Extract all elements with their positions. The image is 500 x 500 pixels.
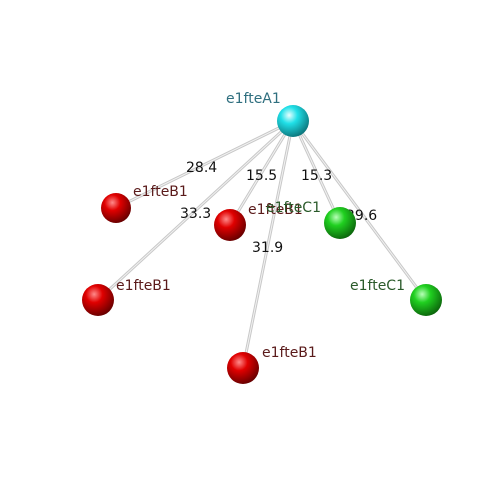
bond-highlight-c2 <box>292 120 427 301</box>
node-label-center: e1fteA1 <box>226 91 281 107</box>
node-sphere-b2[interactable] <box>214 209 246 241</box>
node-sphere-b4[interactable] <box>227 352 259 384</box>
node-label-b3: e1fteB1 <box>116 278 171 294</box>
node-label-b2: e1fteB1 <box>248 202 303 218</box>
bond-highlight-c1 <box>292 120 341 224</box>
node-sphere-c2[interactable] <box>410 284 442 316</box>
distance-label-b1: 28.4 <box>186 160 217 176</box>
distance-label-b4: 31.9 <box>252 240 283 256</box>
node-sphere-c1[interactable] <box>324 207 356 239</box>
bond-highlight-b1 <box>115 120 294 209</box>
node-label-c2: e1fteC1 <box>350 278 405 294</box>
bond-highlight-b4 <box>242 120 294 369</box>
bond-highlight-b2 <box>229 120 294 226</box>
nodes-layer <box>82 105 442 384</box>
distance-label-b2: 15.5 <box>246 168 277 184</box>
edges-layer <box>96 119 428 370</box>
node-label-b4: e1fteB1 <box>262 345 317 361</box>
node-labels-layer: e1fteA1e1fteB1e1fteB1e1fteB1e1fteB1e1fte… <box>116 91 405 361</box>
bond-highlight-b3 <box>97 120 294 301</box>
distance-label-c1: 15.3 <box>301 168 332 184</box>
node-sphere-center[interactable] <box>277 105 309 137</box>
node-sphere-b1[interactable] <box>101 193 131 223</box>
node-label-b1: e1fteB1 <box>133 184 188 200</box>
distance-label-b3: 33.3 <box>180 206 211 222</box>
node-sphere-b3[interactable] <box>82 284 114 316</box>
node-label-c1: e1fteC1 <box>266 200 321 216</box>
